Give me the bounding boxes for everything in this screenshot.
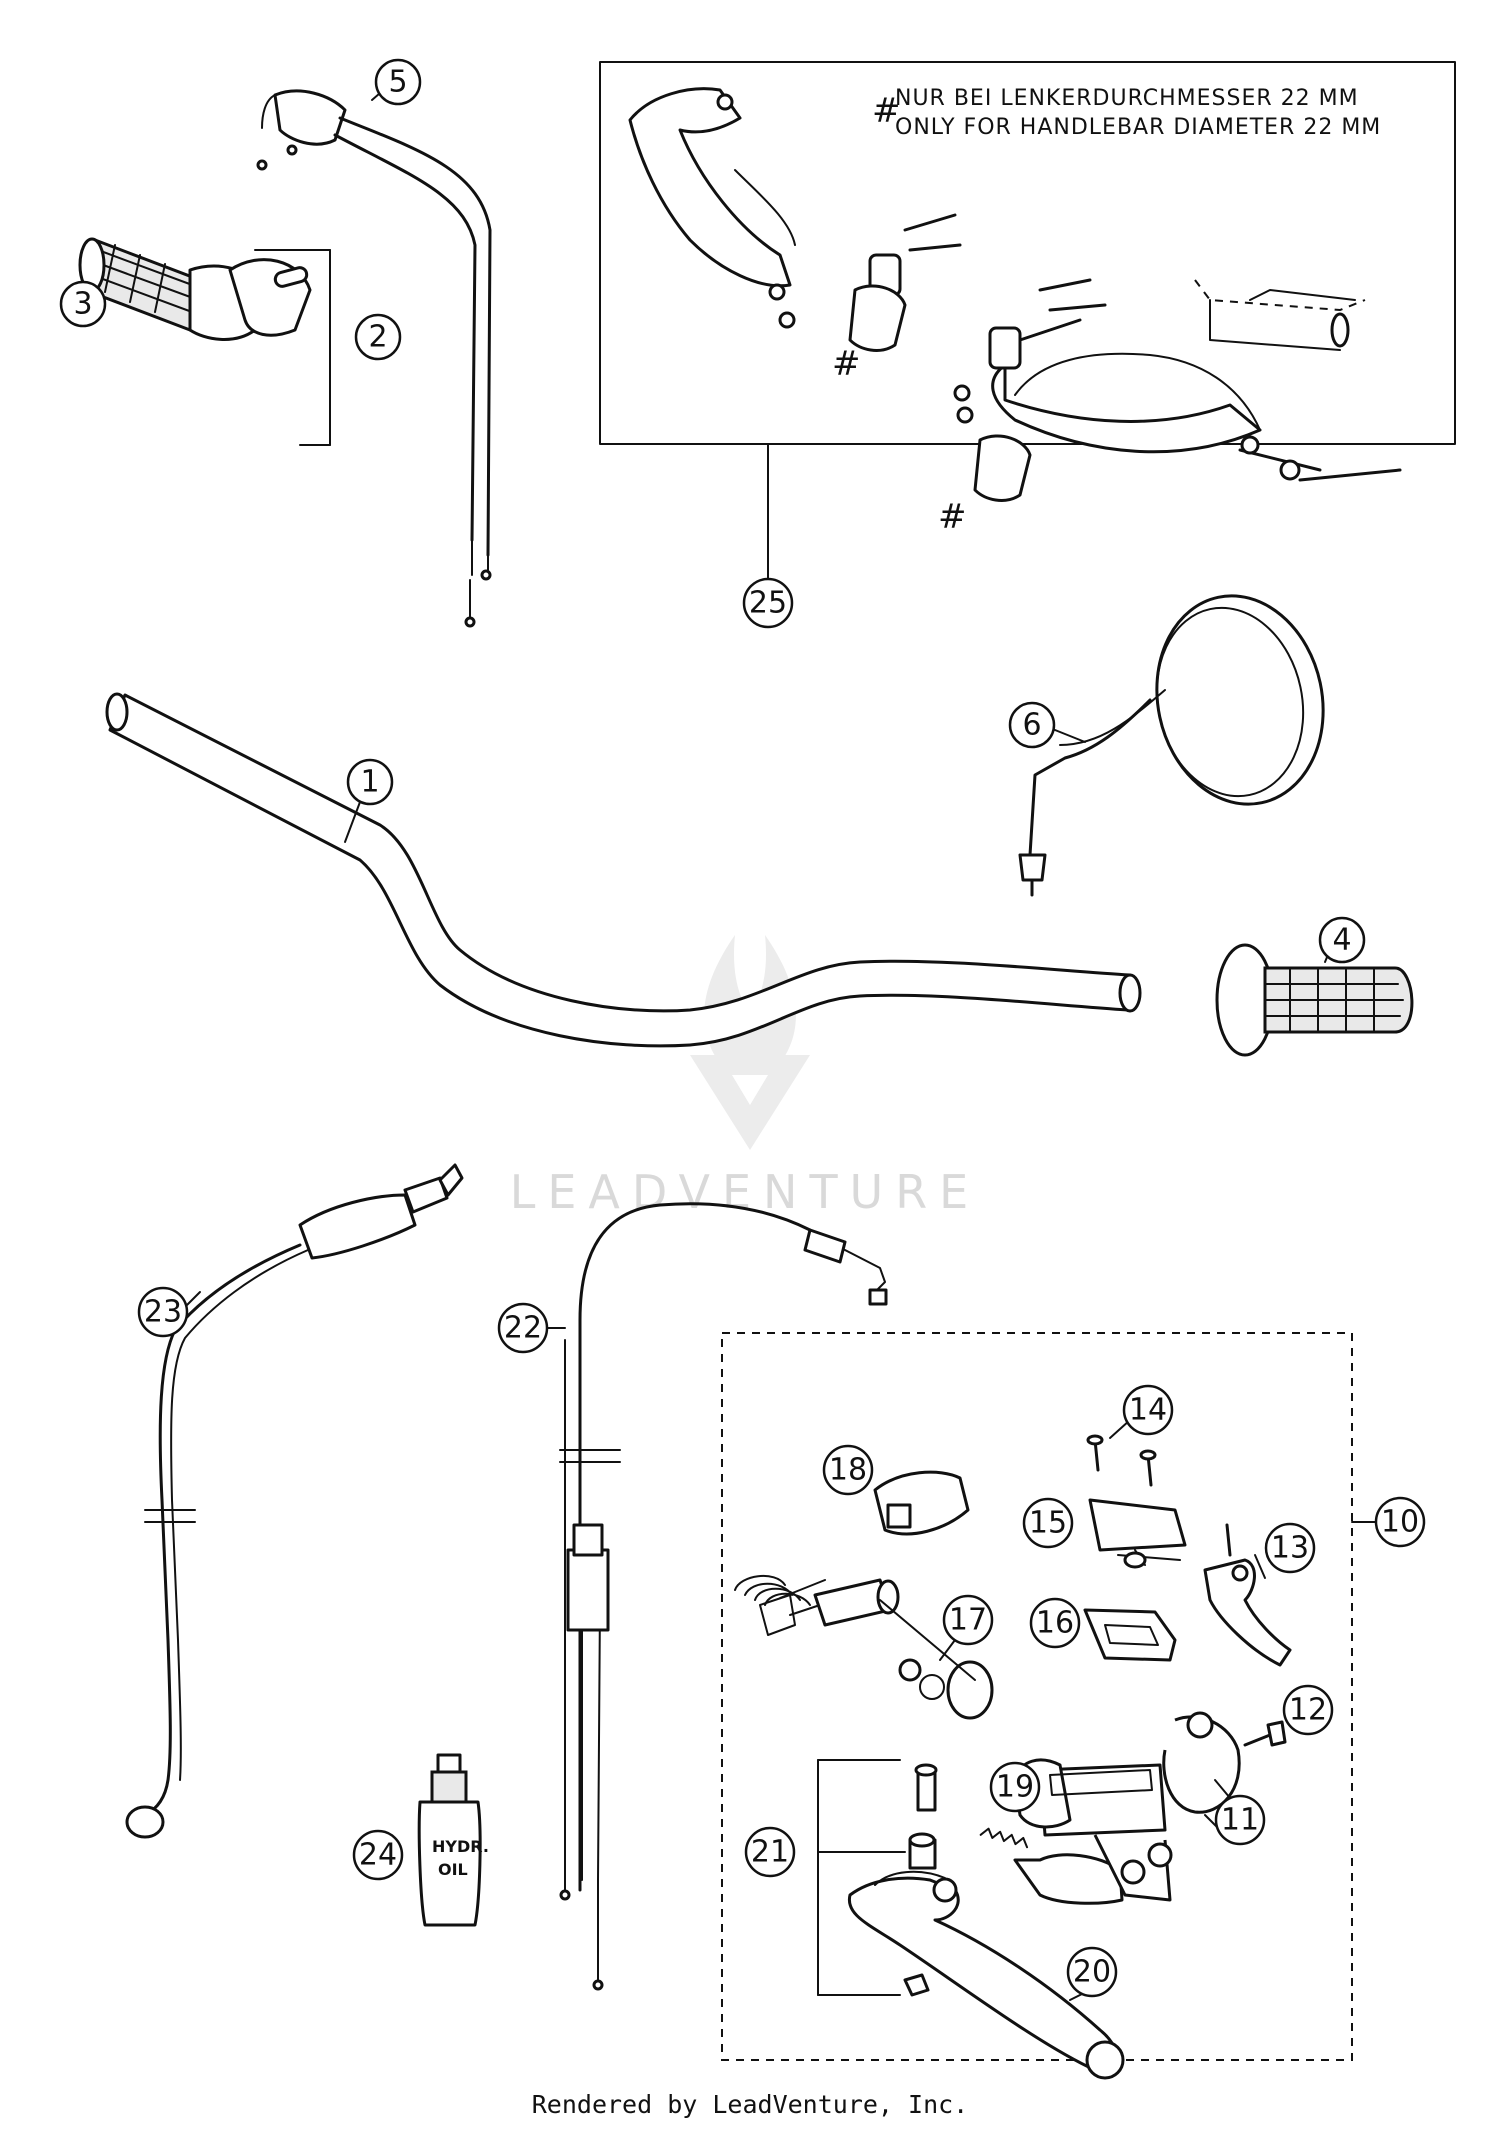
callout-10: 10 — [1374, 1496, 1426, 1548]
handguard-right — [991, 352, 1262, 454]
note-marker-2: # — [938, 497, 967, 537]
handguard-left — [628, 87, 796, 288]
reservoir-cap-15 — [1088, 1498, 1187, 1569]
leader-17 — [939, 1639, 956, 1661]
svg-text:13: 13 — [1271, 1531, 1309, 1566]
callout-20: 20 — [1066, 1946, 1118, 1998]
throttle-grip — [78, 237, 312, 341]
svg-text:19: 19 — [996, 1770, 1034, 1805]
callout-14: 14 — [1122, 1384, 1174, 1436]
callout-13: 13 — [1264, 1522, 1316, 1574]
footer-credit: Rendered by LeadVenture, Inc. — [532, 2090, 969, 2119]
svg-text:22: 22 — [504, 1311, 542, 1346]
svg-text:1: 1 — [360, 765, 379, 800]
throttle-cables — [256, 89, 492, 628]
note-line-de: NUR BEI LENKERDURCHMESSER 22 MM — [895, 86, 1359, 111]
leader-11 — [1214, 1779, 1231, 1799]
svg-text:16: 16 — [1036, 1606, 1074, 1641]
speedometer-cable — [125, 1163, 464, 1839]
handlebar — [105, 692, 1142, 1048]
note-marker-3: # — [872, 91, 901, 131]
spring-19 — [979, 1827, 1029, 1849]
callout-19: 19 — [989, 1761, 1041, 1813]
handguard-spacers — [848, 284, 1032, 502]
bottle-label-line1: HYDR. — [432, 1837, 489, 1856]
svg-text:10: 10 — [1381, 1505, 1419, 1540]
diaphragm-16 — [1083, 1608, 1177, 1662]
svg-text:14: 14 — [1129, 1393, 1167, 1428]
svg-text:17: 17 — [949, 1603, 987, 1638]
svg-text:4: 4 — [1332, 923, 1351, 958]
svg-text:23: 23 — [144, 1295, 182, 1330]
callout-18: 18 — [822, 1444, 874, 1496]
brake-assembly-box — [721, 1332, 1353, 2061]
reservoir-cover-18 — [873, 1470, 970, 1536]
callout-6: 6 — [1008, 701, 1056, 749]
brake-lever-20 — [847, 1870, 1125, 2080]
svg-text:21: 21 — [751, 1835, 789, 1870]
svg-text:18: 18 — [829, 1453, 867, 1488]
control-cable — [559, 1202, 888, 1991]
svg-text:25: 25 — [749, 586, 787, 621]
leader-6 — [1049, 727, 1086, 743]
callout-22: 22 — [497, 1302, 549, 1354]
svg-text:5: 5 — [388, 65, 407, 100]
callout-23: 23 — [137, 1286, 189, 1338]
callout-3: 3 — [59, 280, 107, 328]
left-grip — [1215, 943, 1414, 1057]
svg-text:3: 3 — [73, 287, 92, 322]
callout-4: 4 — [1318, 916, 1366, 964]
callout-21: 21 — [744, 1826, 796, 1878]
piston-kit-17 — [734, 1574, 994, 1720]
master-cylinder-11 — [1013, 1711, 1241, 1905]
callout-16: 16 — [1029, 1597, 1081, 1649]
watermark-text: LEADVENTURE — [510, 1165, 981, 1219]
svg-text:15: 15 — [1029, 1506, 1067, 1541]
callout-2: 2 — [354, 313, 402, 361]
svg-text:6: 6 — [1022, 708, 1041, 743]
callout-15: 15 — [1022, 1497, 1074, 1549]
bottle-label-line2: OIL — [438, 1860, 468, 1879]
handguard-clamps — [768, 213, 1402, 482]
screws-14 — [1086, 1434, 1157, 1487]
callout-1: 1 — [346, 758, 394, 806]
callout-24: 24 — [352, 1829, 404, 1881]
callout-11: 11 — [1214, 1794, 1266, 1846]
callout-17: 17 — [942, 1594, 994, 1646]
mirror — [1018, 594, 1325, 897]
svg-text:2: 2 — [368, 320, 387, 355]
note-marker-1: # — [832, 344, 861, 384]
lever-pin-21 — [903, 1763, 938, 1997]
svg-text:11: 11 — [1221, 1803, 1259, 1838]
screw-12 — [1243, 1720, 1287, 1747]
svg-text:12: 12 — [1289, 1693, 1327, 1728]
adjuster-13 — [1203, 1523, 1292, 1667]
callout-12: 12 — [1282, 1684, 1334, 1736]
leader-1 — [344, 801, 361, 843]
svg-text:24: 24 — [359, 1838, 397, 1873]
callout-25: 25 — [742, 577, 794, 629]
handguard-kit-box — [599, 61, 1456, 445]
callout-5: 5 — [374, 58, 422, 106]
watermark-v-icon — [690, 1055, 810, 1150]
leader-13 — [1254, 1554, 1266, 1579]
hydraulic-oil-bottle: HYDR. OIL — [417, 1753, 489, 1927]
svg-text:20: 20 — [1073, 1955, 1111, 1990]
note-line-en: ONLY FOR HANDLEBAR DIAMETER 22 MM — [895, 115, 1381, 140]
